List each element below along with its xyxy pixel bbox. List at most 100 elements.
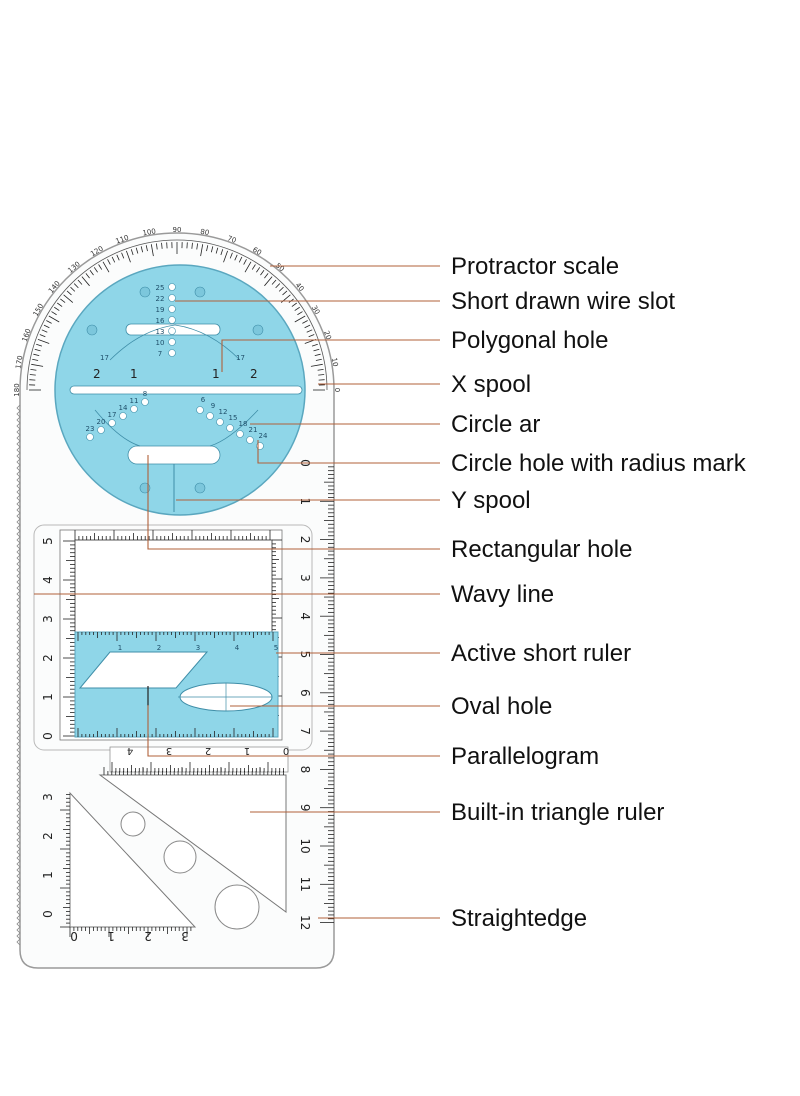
protractor-number: 40	[294, 281, 306, 293]
left-scale-number: 0	[41, 732, 55, 740]
triangle-bottom-number: 1	[107, 929, 115, 943]
straightedge-number: 11	[298, 877, 312, 892]
radius-number: 17	[108, 411, 117, 419]
radius-number: 24	[259, 432, 268, 440]
callout-label: Polygonal hole	[451, 327, 608, 354]
callout-label: Oval hole	[451, 693, 552, 720]
x-spool-label-1: 2	[93, 367, 101, 381]
straightedge-number: 12	[298, 915, 312, 930]
short-ruler-number: 3	[196, 644, 200, 652]
radius-number: 14	[119, 404, 128, 412]
callout-label: Built-in triangle ruler	[451, 799, 664, 826]
triangle-bottom-number: 0	[70, 929, 78, 943]
callout-label: Parallelogram	[451, 743, 599, 770]
short-ruler-number: 2	[157, 644, 161, 652]
callout-label: X spool	[451, 371, 531, 398]
mini-ruler-number: 4	[127, 745, 133, 756]
mini-ruler-number: 3	[166, 745, 172, 756]
mini-ruler-number: 0	[283, 745, 289, 756]
leader-line	[257, 440, 440, 464]
straightedge-number: 6	[298, 689, 312, 697]
straightedge-number: 5	[298, 651, 312, 659]
left-scale-number: 4	[41, 576, 55, 584]
triangle-left-number: 0	[41, 910, 55, 918]
triangle-hole	[98, 774, 287, 913]
radius-number: 7	[158, 350, 162, 358]
mini-ruler-number: 1	[244, 745, 250, 756]
radius-number: 22	[156, 295, 165, 303]
straightedge-number: 4	[298, 612, 312, 620]
side-mark-right: 17	[236, 354, 245, 362]
radius-number: 6	[201, 396, 206, 404]
protractor-number: 0	[333, 388, 341, 392]
callout-label: Straightedge	[451, 905, 587, 932]
left-scale-number: 5	[41, 537, 55, 545]
bottom-mini-ruler	[109, 746, 289, 773]
callout-label: Wavy line	[451, 581, 554, 608]
protractor-number: 100	[142, 227, 157, 237]
protractor-number: 80	[200, 228, 210, 237]
radius-number: 16	[156, 317, 165, 325]
callout-label: Circle hole with radius mark	[451, 450, 747, 477]
triangle-scales: 0 1 2 3 0 1 2 3	[41, 767, 284, 943]
circle-rect-hole	[127, 445, 221, 465]
short-ruler-scales: 1 2 3 4 5	[77, 632, 278, 737]
x-spool-label-4: 2	[250, 367, 258, 381]
triangle-left-number: 3	[41, 793, 55, 801]
protractor-number: 170	[14, 355, 24, 370]
circle-details	[69, 286, 303, 512]
protractor-number: 180	[13, 383, 21, 396]
radius-number: 8	[143, 390, 147, 398]
protractor-number: 70	[226, 234, 237, 245]
protractor-number: 10	[330, 357, 339, 367]
short-ruler-number: 4	[235, 644, 240, 652]
callout-label: Active short ruler	[451, 640, 631, 667]
callout-label: Rectangular hole	[451, 536, 632, 563]
protractor-number: 50	[274, 262, 286, 274]
circle-hole-medium	[163, 840, 197, 874]
straightedge-number: 8	[298, 766, 312, 774]
triangle-left-number: 1	[41, 871, 55, 879]
callout-label: Short drawn wire slot	[451, 288, 675, 315]
protractor-number: 60	[251, 246, 263, 257]
left-scale-number: 1	[41, 693, 55, 701]
radius-number: 18	[239, 420, 248, 428]
circle-hole-small	[120, 811, 146, 837]
straightedge-number: 10	[298, 838, 312, 853]
wavy-edge	[16, 404, 21, 946]
short-ruler-number: 1	[118, 644, 122, 652]
protractor-number: 20	[322, 330, 333, 341]
radius-number: 11	[130, 397, 139, 405]
straightedge-number: 7	[298, 727, 312, 735]
leader-line	[221, 339, 440, 372]
callout-label: Circle ar	[451, 411, 540, 438]
radius-number: 25	[156, 284, 165, 292]
straightedge-number: 1	[298, 497, 312, 505]
callout-label: Protractor scale	[451, 253, 619, 280]
radius-number: 20	[97, 418, 106, 426]
protractor-number: 30	[310, 304, 321, 316]
straightedge-number: 3	[298, 574, 312, 582]
parallelogram-hole	[78, 651, 209, 689]
x-spool-label-2: 1	[130, 367, 138, 381]
protractor-number: 90	[173, 226, 182, 234]
radius-number: 23	[86, 425, 95, 433]
triangle-bottom-number: 2	[144, 929, 152, 943]
straightedge-number: 9	[298, 804, 312, 812]
x-spool-slot	[69, 385, 303, 395]
x-spool-label-3: 1	[212, 367, 220, 381]
mini-ruler-number: 2	[205, 745, 211, 756]
left-scale-number: 3	[41, 615, 55, 623]
leader-line	[147, 455, 440, 550]
left-scale-number: 2	[41, 654, 55, 662]
triangle-bottom-number: 3	[181, 929, 189, 943]
triangle-left-number: 2	[41, 832, 55, 840]
leader-line	[147, 705, 440, 757]
short-ruler-number: 5	[274, 644, 278, 652]
radius-number: 13	[156, 328, 165, 336]
radius-number: 15	[229, 414, 238, 422]
